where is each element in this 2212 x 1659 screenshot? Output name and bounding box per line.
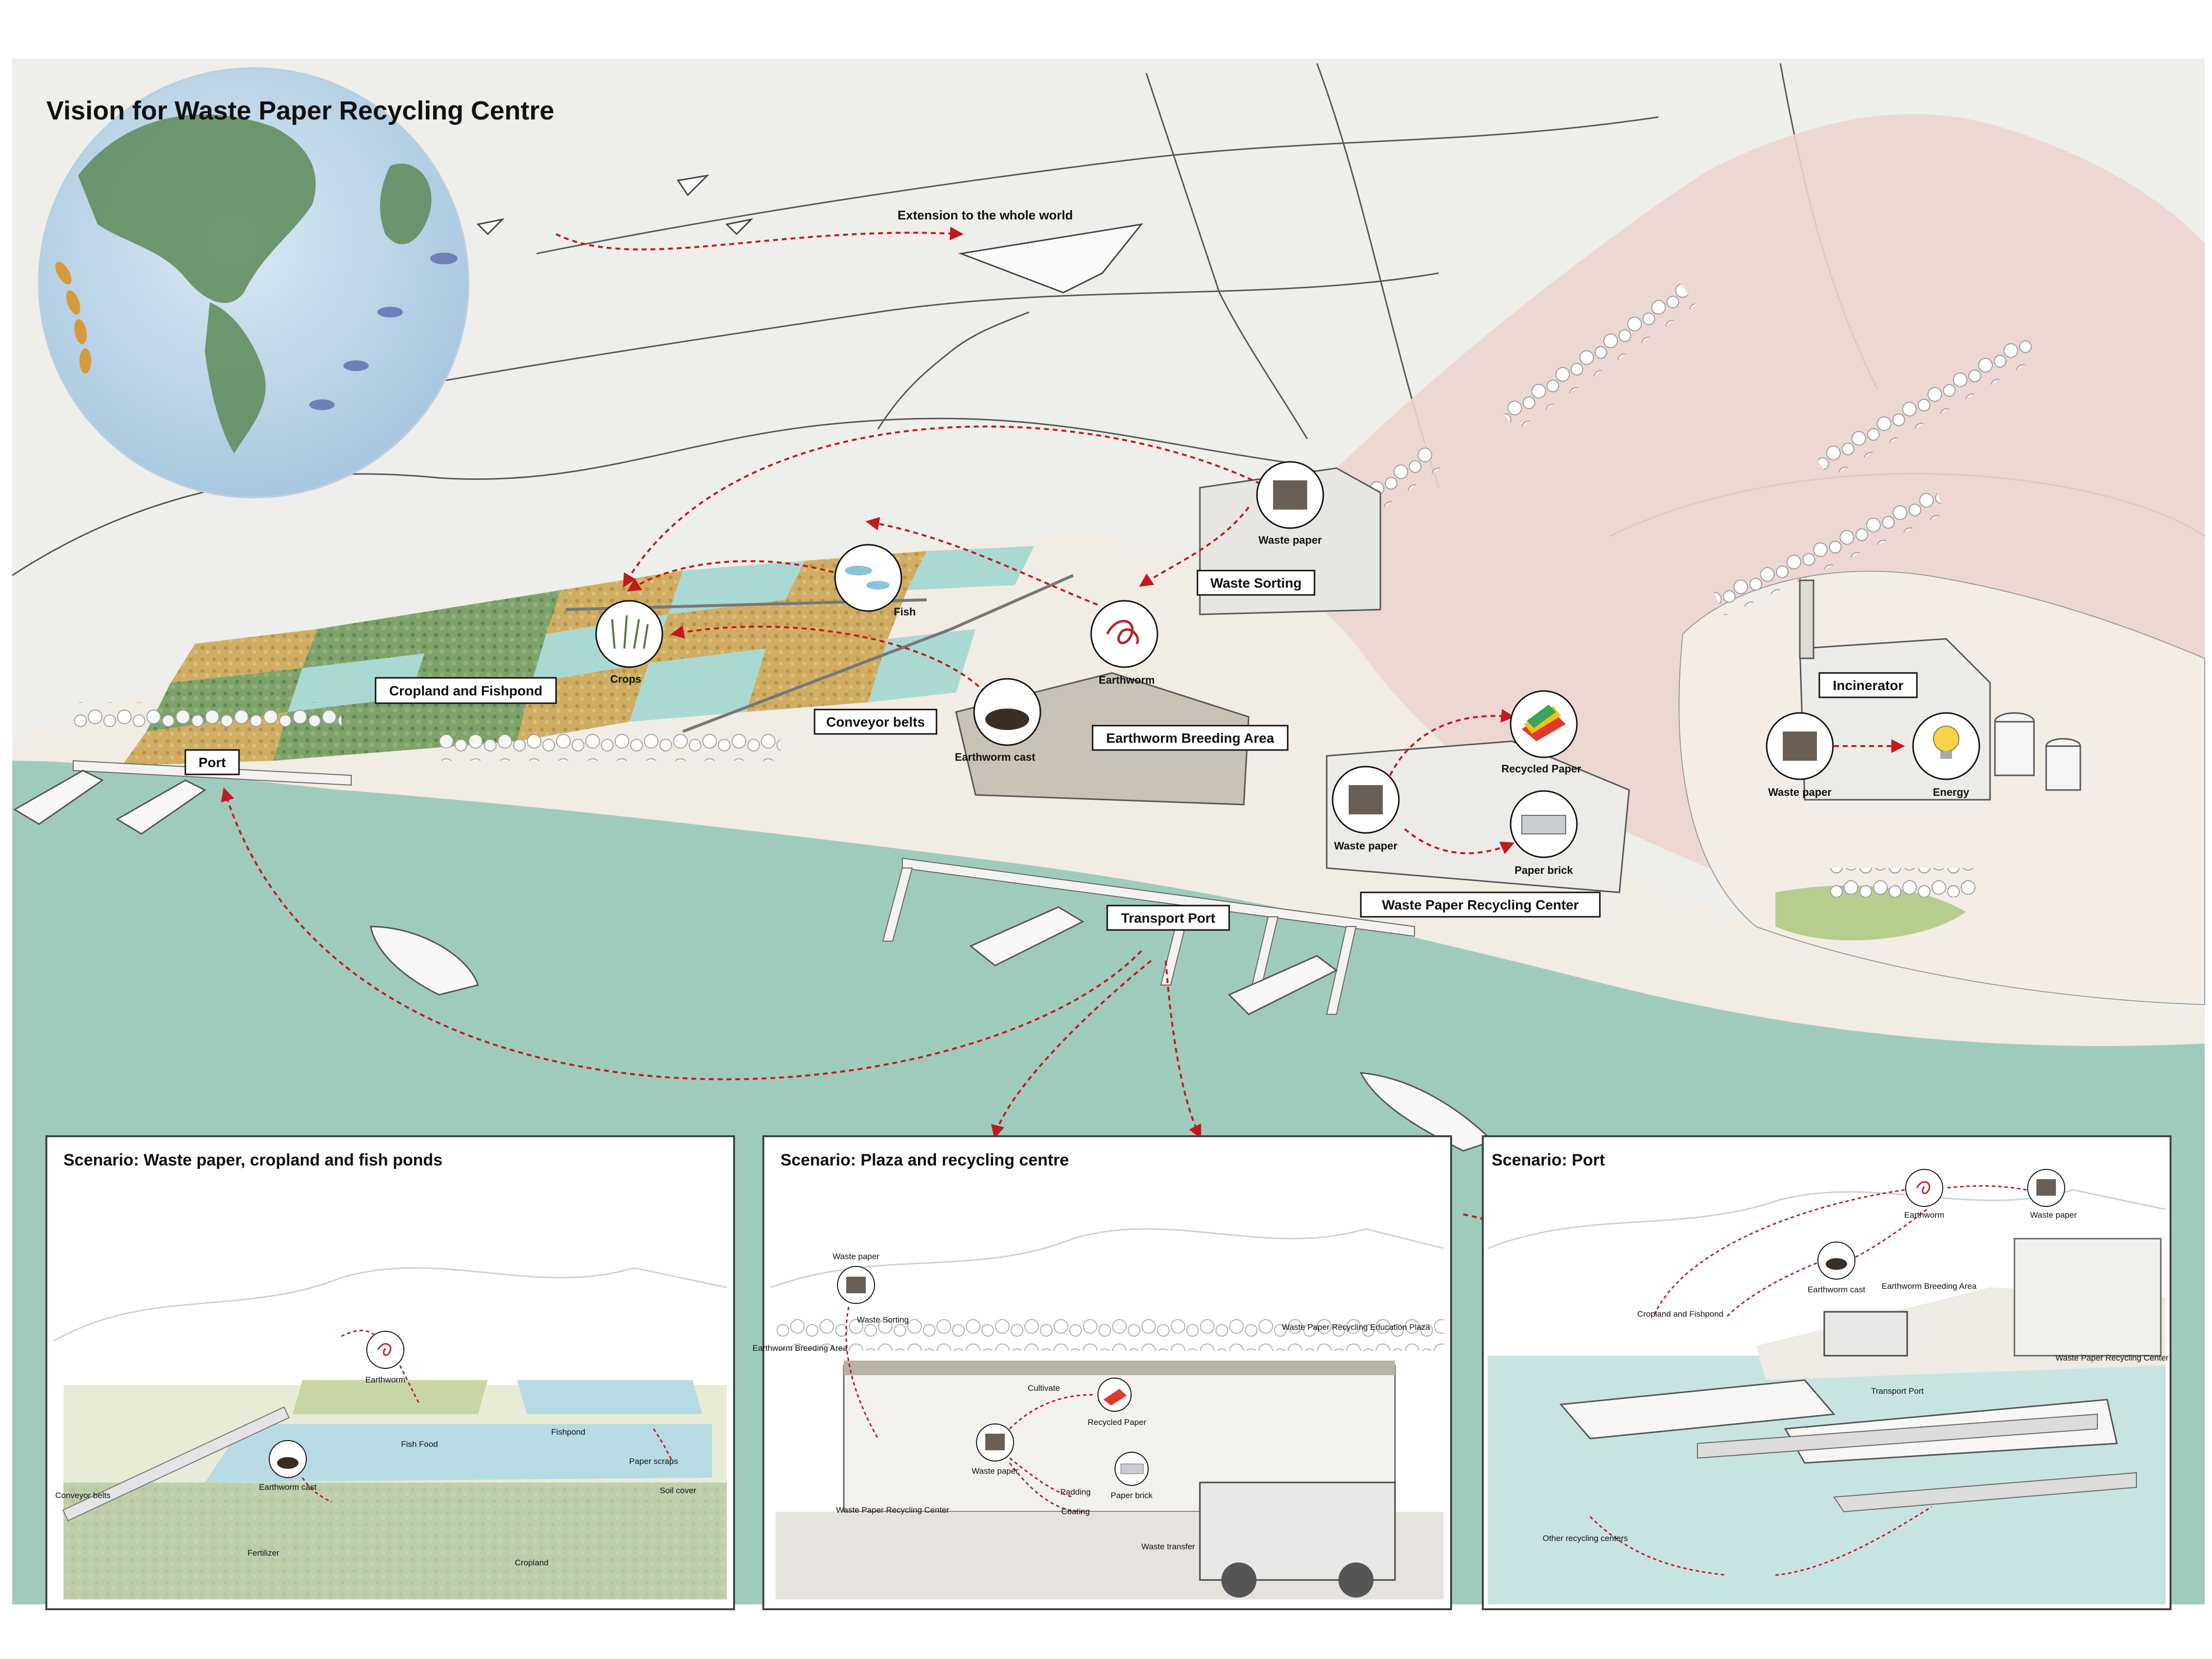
node-waste-paper-incinerator-label: Waste paper [1768,786,1832,798]
label-recycling-center-text: Waste Paper Recycling Center [1382,897,1579,912]
label-port: Port [184,749,240,775]
wheat-decoration [55,261,91,374]
label-earthworm-area-text: Earthworm Breeding Area [1106,731,1275,746]
label-cropland-text: Cropland and Fishpond [389,683,542,698]
p2-waste-paper-top: Waste paper [833,1252,879,1261]
p3-other-centers: Other recycling centers [1543,1534,1628,1543]
node-recycled-paper-label: Recycled Paper [1501,763,1581,775]
p2-earthworm-breeding: Earthworm Breeding Area [753,1343,848,1353]
fish-decoration [309,253,458,410]
panel-port-title: Scenario: Port [1492,1151,1605,1169]
p1-fish-food: Fish Food [401,1440,438,1449]
p3-waste-paper: Waste paper [2030,1210,2077,1220]
label-waste-sorting: Waste Sorting [1196,570,1315,596]
node-paper-brick-label: Paper brick [1515,864,1574,876]
node-earthworm-label: Earthworm [1099,674,1155,686]
p2-recycling-center: Waste Paper Recycling Center [836,1505,949,1515]
node-waste-paper-sorting: Waste paper [1256,461,1324,546]
p2-education-plaza: Waste Paper Recycling Education Plaza [1282,1323,1430,1332]
p3-cropland: Cropland and Fishpond [1637,1309,1724,1319]
p1-fishpond: Fishpond [551,1427,585,1437]
label-waste-sorting-text: Waste Sorting [1210,575,1301,591]
p1-soil-cover: Soil cover [660,1486,697,1495]
p3-recycling-center: Waste Paper Recycling Center [2055,1353,2169,1363]
p1-fertilizer: Fertilizer [247,1548,279,1558]
p2-waste-sorting: Waste Sorting [857,1315,909,1324]
label-cropland: Cropland and Fishpond [375,677,557,704]
node-waste-paper-sorting-label: Waste paper [1258,534,1322,546]
p2-waste-paper: Waste paper [972,1466,1018,1476]
p1-earthworm: Earthworm [365,1375,405,1384]
lightbulb-icon [1933,726,1959,759]
label-transport-port: Transport Port [1106,905,1230,931]
node-crops: Crops [595,600,663,685]
node-waste-paper-incinerator: Waste paper [1766,712,1834,798]
panel-cropland: Scenario: Waste paper, cropland and fish… [45,1135,735,1610]
p2-waste-transfer: Waste transfer [1141,1542,1195,1551]
label-transport-port-text: Transport Port [1121,910,1216,926]
label-conveyor: Conveyor belts [814,709,937,735]
flow-arrows [221,226,1905,1226]
p2-coating: Coating [1061,1507,1090,1516]
p2-recycled-paper: Recycled Paper [1088,1418,1146,1427]
p2-cultivate: Cultivate [1028,1383,1060,1393]
node-crops-label: Crops [610,673,641,685]
p2-paper-brick: Paper brick [1111,1491,1153,1500]
p2-padding: Padding [1060,1487,1091,1497]
panel-cropland-title: Scenario: Waste paper, cropland and fish… [63,1151,442,1169]
p3-earthworm-breeding: Earthworm Breeding Area [1882,1282,1977,1291]
node-earthworm: Earthworm [1090,600,1158,686]
grass-patch [1775,885,1966,941]
extension-label: Extension to the whole world [897,208,1073,222]
node-paper-brick: Paper brick [1510,790,1578,876]
node-recycled-paper: Recycled Paper [1501,690,1581,775]
label-incinerator-text: Incinerator [1833,678,1904,693]
node-earthworm-cast-label: Earthworm cast [955,751,1036,763]
p1-paper-scraps: Paper scraps [629,1457,678,1466]
p3-transport-port: Transport Port [1871,1386,1924,1396]
p3-earthworm-cast: Earthworm cast [1808,1285,1865,1294]
paper-planes [476,174,1143,294]
label-incinerator: Incinerator [1818,672,1918,698]
boats [13,770,1494,1152]
p1-earthworm-cast: Earthworm cast [259,1482,317,1492]
node-waste-paper-center-label: Waste paper [1334,840,1397,852]
world-globe [38,67,469,498]
node-waste-paper-center: Waste paper [1332,766,1400,852]
page-title: Vision for Waste Paper Recycling Centre [46,96,554,125]
label-conveyor-text: Conveyor belts [826,714,925,730]
node-energy-label: Energy [1933,786,1970,798]
node-earthworm-cast: Earthworm cast [955,678,1041,763]
node-energy: Energy [1912,712,1980,798]
panel-port: Scenario: Port Earthworm Waste paper Ear… [1482,1135,2172,1610]
p1-conveyor-belts: Conveyor belts [55,1491,110,1500]
label-recycling-center: Waste Paper Recycling Center [1360,891,1601,918]
panel-plaza-title: Scenario: Plaza and recycling centre [780,1151,1069,1169]
p3-earthworm: Earthworm [1904,1210,1944,1220]
label-port-text: Port [199,755,226,770]
label-earthworm-area: Earthworm Breeding Area [1092,725,1289,751]
node-fish-label: Fish [894,606,916,618]
p1-cropland: Cropland [515,1558,549,1567]
node-fish: Fish [834,544,916,618]
panel-plaza: Scenario: Plaza and recycling centre Was… [753,1135,1452,1610]
